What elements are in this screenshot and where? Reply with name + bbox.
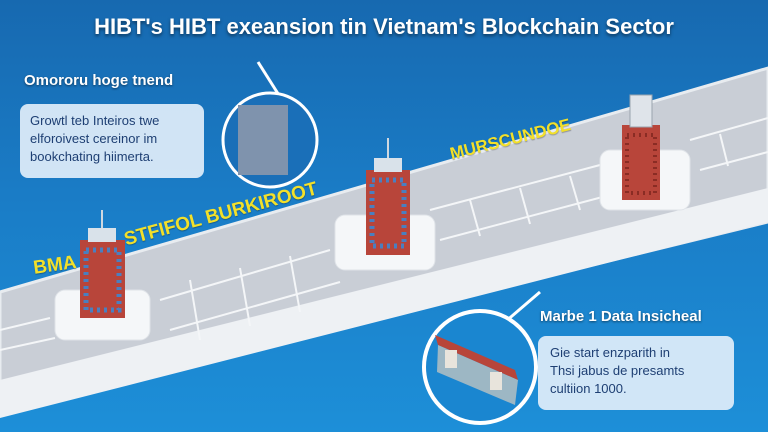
callout-line-bottom: [504, 290, 541, 324]
road-rail: [0, 188, 768, 418]
bottom-right-heading: Marbe 1 Data Insicheal: [540, 308, 702, 325]
building-right: [622, 94, 660, 200]
top-left-info-box: Growtl teb Inteiros twe elforoivest cere…: [20, 104, 204, 178]
info-line: Thsi jabus de presamts: [550, 363, 685, 378]
building-middle: [366, 138, 410, 255]
top-left-heading: Omororu hoge tnend: [24, 72, 174, 89]
bottom-right-info-box: Gie start enzparith in Thsi jabus de pre…: [538, 336, 734, 410]
circuit-grid: [0, 117, 768, 351]
info-line: Gie start enzparith in: [550, 345, 670, 360]
page-title: HIBT's HIBT exeansion tin Vietnam's Bloc…: [94, 14, 674, 39]
info-line: elforoivest cereinor im: [30, 131, 158, 146]
info-line: cultiion 1000.: [550, 381, 627, 396]
datacenter-closeup: [435, 335, 518, 405]
server-closeup: [238, 105, 288, 175]
info-line: Growtl teb Inteiros twe: [30, 113, 160, 128]
info-line: bookchating hiimerta.: [30, 149, 154, 164]
building-left: [80, 210, 125, 318]
